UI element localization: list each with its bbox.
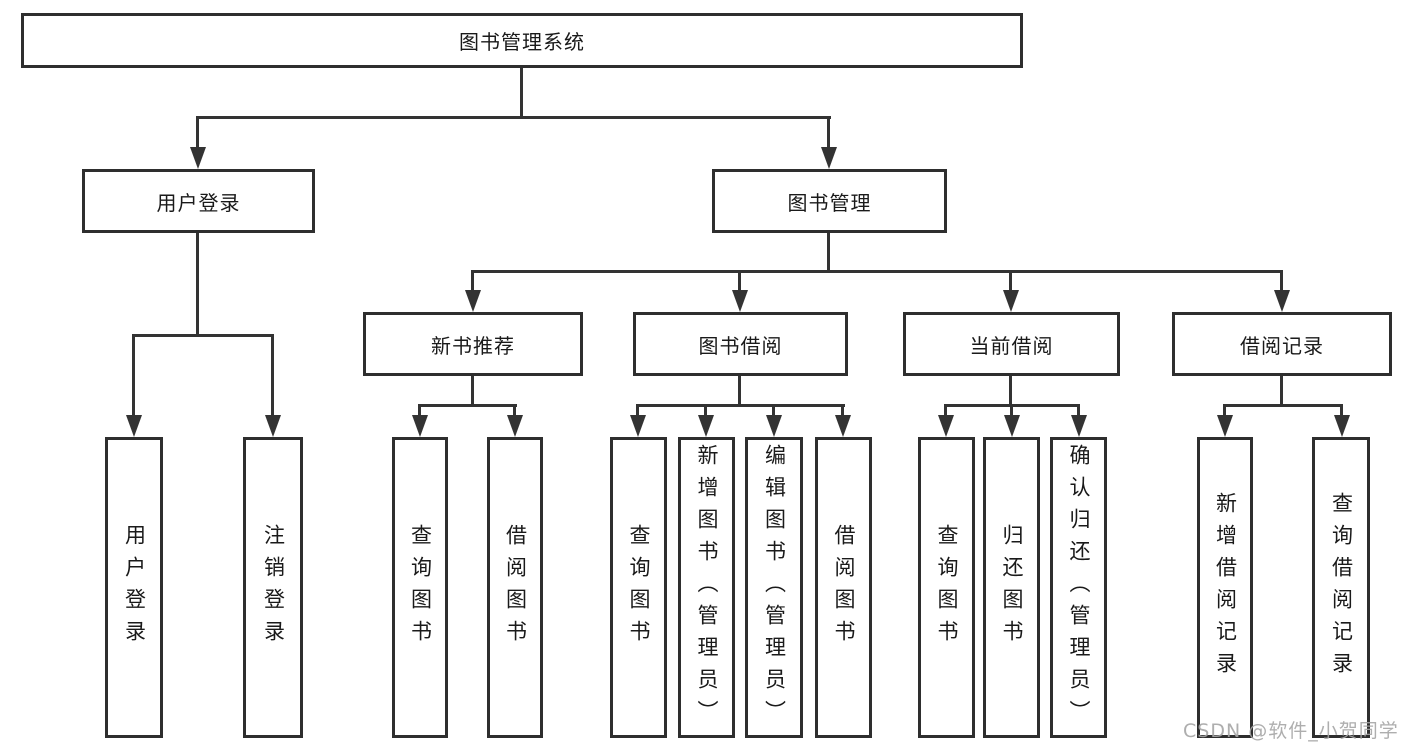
node-label: 图书管理系统 <box>459 30 585 54</box>
node-book-management: 图书管理 <box>712 169 947 233</box>
arrow-down-icon <box>766 415 782 437</box>
connector-line <box>738 270 741 291</box>
connector-line <box>513 404 516 416</box>
arrow-down-icon <box>126 415 142 437</box>
arrow-down-icon <box>1274 290 1290 312</box>
connector-line <box>827 233 830 273</box>
leaf-label: 借阅图书 <box>832 523 856 652</box>
node-label: 借阅记录 <box>1240 333 1324 358</box>
leaf-cb-return-books: 归还图书 <box>983 437 1040 738</box>
node-new-book-recommendation: 新书推荐 <box>363 312 583 376</box>
leaf-label: 归还图书 <box>1000 523 1024 652</box>
leaf-bb-borrow-books: 借阅图书 <box>815 437 872 738</box>
connector-line <box>827 116 830 148</box>
arrow-down-icon <box>1334 415 1350 437</box>
leaf-nbr-borrow-books: 借阅图书 <box>487 437 543 738</box>
node-current-borrowing: 当前借阅 <box>903 312 1120 376</box>
connector-line <box>1280 270 1283 291</box>
leaf-bb-query-books: 查询图书 <box>610 437 667 738</box>
arrow-down-icon <box>630 415 646 437</box>
leaf-label: 用户登录 <box>122 523 147 652</box>
node-library-management-system: 图书管理系统 <box>21 13 1023 68</box>
node-user-login: 用户登录 <box>82 169 315 233</box>
connector-line <box>132 334 274 337</box>
connector-line <box>1009 376 1012 407</box>
connector-line <box>738 376 741 407</box>
leaf-label: 新增图书（管理员） <box>695 443 719 732</box>
watermark: CSDN @软件_小贺同学 <box>1183 720 1399 742</box>
leaf-label: 查询图书 <box>935 523 959 652</box>
arrow-down-icon <box>465 290 481 312</box>
connector-line <box>196 233 199 337</box>
leaf-label: 查询图书 <box>627 523 651 652</box>
arrow-down-icon <box>835 415 851 437</box>
connector-line <box>944 404 947 416</box>
leaf-nbr-query-books: 查询图书 <box>392 437 448 738</box>
node-label: 图书借阅 <box>698 333 783 358</box>
arrow-down-icon <box>732 290 748 312</box>
connector-line <box>1010 404 1013 416</box>
node-label: 当前借阅 <box>969 333 1054 358</box>
node-label: 图书管理 <box>787 190 872 215</box>
connector-line <box>1223 404 1226 416</box>
arrow-down-icon <box>1004 415 1020 437</box>
connector-line <box>520 68 523 118</box>
connector-line <box>471 270 1283 273</box>
connector-line <box>132 334 135 415</box>
connector-line <box>636 404 639 416</box>
leaf-br-add-borrow-record: 新增借阅记录 <box>1197 437 1253 738</box>
connector-line <box>471 270 474 291</box>
leaf-br-query-borrow-record: 查询借阅记录 <box>1312 437 1370 738</box>
node-book-borrowing: 图书借阅 <box>633 312 848 376</box>
connector-line <box>197 116 831 119</box>
leaf-label: 查询借阅记录 <box>1329 491 1354 684</box>
arrow-down-icon <box>1003 290 1019 312</box>
arrow-down-icon <box>938 415 954 437</box>
arrow-down-icon <box>190 147 206 169</box>
node-label: 新书推荐 <box>431 333 515 358</box>
leaf-label: 注销登录 <box>261 523 286 652</box>
arrow-down-icon <box>507 415 523 437</box>
connector-line <box>1077 404 1080 416</box>
connector-line <box>636 404 845 407</box>
connector-line <box>271 334 274 415</box>
leaf-label: 新增借阅记录 <box>1213 491 1238 684</box>
connector-line <box>418 404 517 407</box>
node-borrowing-records: 借阅记录 <box>1172 312 1392 376</box>
leaf-cb-query-books: 查询图书 <box>918 437 975 738</box>
leaf-cb-confirm-return-admin: 确认归还（管理员） <box>1050 437 1107 738</box>
arrow-down-icon <box>821 147 837 169</box>
leaf-bb-edit-books-admin: 编辑图书（管理员） <box>745 437 803 738</box>
connector-line <box>772 404 775 416</box>
connector-line <box>704 404 707 416</box>
arrow-down-icon <box>698 415 714 437</box>
leaf-user-login: 用户登录 <box>105 437 163 738</box>
connector-line <box>1223 404 1343 407</box>
leaf-bb-add-books-admin: 新增图书（管理员） <box>678 437 735 738</box>
connector-line <box>418 404 421 416</box>
connector-line <box>471 376 474 407</box>
connector-line <box>1280 376 1283 407</box>
arrow-down-icon <box>265 415 281 437</box>
leaf-label: 编辑图书（管理员） <box>762 443 787 732</box>
arrow-down-icon <box>1071 415 1087 437</box>
node-label: 用户登录 <box>156 190 241 215</box>
leaf-label: 借阅图书 <box>503 523 528 652</box>
connector-line <box>196 116 199 148</box>
arrow-down-icon <box>412 415 428 437</box>
connector-line <box>1340 404 1343 416</box>
leaf-logout-login: 注销登录 <box>243 437 303 738</box>
arrow-down-icon <box>1217 415 1233 437</box>
connector-line <box>1009 270 1012 291</box>
leaf-label: 查询图书 <box>408 523 433 652</box>
leaf-label: 确认归还（管理员） <box>1067 443 1091 732</box>
connector-line <box>841 404 844 416</box>
